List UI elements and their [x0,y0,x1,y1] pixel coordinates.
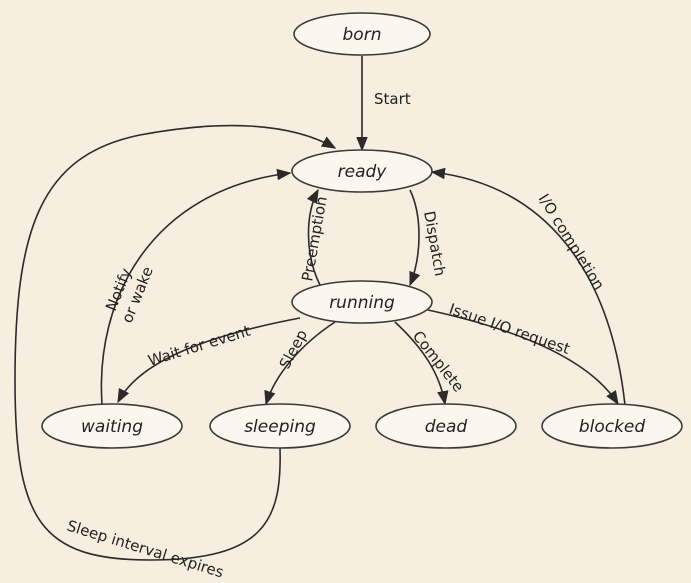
edge-notify [100,168,292,405]
state-running-label: running [329,293,395,313]
state-running-shape [291,280,433,324]
state-blocked: blocked [541,403,683,449]
label-preemption: Preemption [298,195,331,283]
label-dispatch: Dispatch [420,210,449,278]
edge-io-completion [430,167,626,406]
edge-issue-io-request [427,309,619,406]
state-sleeping-label: sleeping [244,417,316,437]
label-complete: Complete [409,327,468,395]
state-blocked-shape [541,403,683,449]
label-io-completion: I/O completion [535,191,608,294]
state-born: born [293,12,431,56]
state-sleeping: sleeping [209,403,351,449]
label-issue-io-request: Issue I/O request [447,300,573,358]
edge-sleep [264,321,336,406]
state-waiting: waiting [41,403,183,449]
edge-sleep-interval-expires [14,124,337,561]
label-sleep-interval-expires: Sleep interval expires [65,517,226,582]
state-ready-label: ready [338,162,388,182]
state-waiting-shape [41,403,183,449]
state-dead-shape [375,403,517,449]
state-blocked-label: blocked [579,417,646,437]
state-dead-label: dead [425,417,468,437]
state-running: running [291,280,433,324]
state-ready-shape [291,149,433,193]
label-wait-for-event: Wait for event [146,322,253,370]
edges [14,56,626,561]
state-born-shape [293,12,431,56]
edge-dispatch [409,189,421,287]
edge-wait-for-event [117,317,301,404]
state-born-label: born [343,25,382,45]
state-ready: ready [291,149,433,193]
edge-preemption [306,188,321,286]
state-dead: dead [375,403,517,449]
state-waiting-label: waiting [81,417,143,437]
state-sleeping-shape [209,403,351,449]
label-start: Start [374,90,411,108]
edge-complete [394,321,449,406]
label-sleep: Sleep [276,327,311,372]
